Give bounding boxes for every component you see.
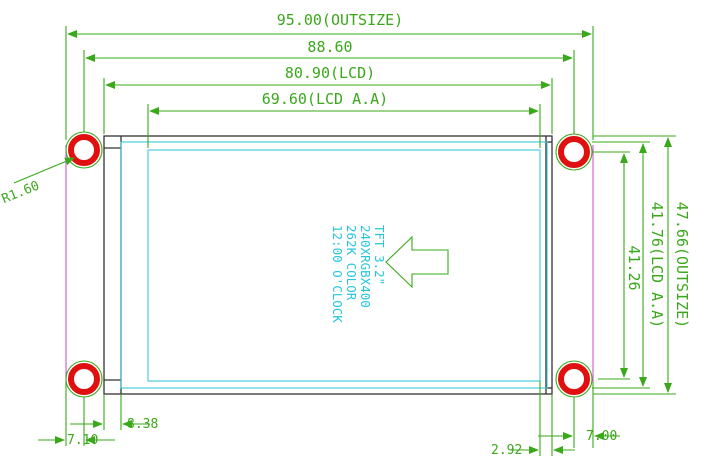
left-hole-offset-label: 7.10 [67, 433, 98, 448]
active-width-label: 69.60(LCD A.A) [262, 90, 388, 108]
dimension-hole-pitch-height: 41.26 [592, 151, 643, 380]
right-hole-offset-label: 7.00 [586, 429, 617, 444]
left-lcd-offset-label: 8.38 [127, 417, 158, 432]
mounting-hole-bottom-right [555, 360, 593, 398]
lcd-glass [120, 141, 548, 389]
right-offset-label: 2.92 [491, 443, 522, 458]
lcd-label-line4: 12:00 O'CLOCK [330, 225, 345, 323]
hole-radius-label: R1.60 [0, 178, 42, 207]
mounting-hole-top-right [555, 133, 593, 171]
dimension-active-width: 69.60(LCD A.A) [147, 90, 541, 148]
lcd-label-line1: TFT 3.2" [372, 225, 387, 285]
outsize-height-label: 47.66(OUTSIZE) [673, 202, 691, 328]
dimension-lcd-width: 80.90(LCD) [103, 64, 553, 134]
mounting-holes [65, 131, 593, 398]
hole-pitch-height-label: 41.26 [625, 245, 643, 290]
dimension-outsize-height: 47.66(OUTSIZE) [593, 135, 691, 395]
mounting-hole-bottom-left [65, 360, 103, 398]
pcb-outline [65, 135, 594, 395]
dimension-right-offset: 2.92 [491, 381, 575, 458]
dimension-outsize-width: 95.00(OUTSIZE) [65, 11, 594, 140]
lcd-label-line3: 262K COLOR [344, 225, 359, 301]
dimension-left-lcd-offset: 8.38 [70, 394, 158, 432]
active-height-label: 41.76(LCD A.A) [648, 202, 666, 328]
dimension-left-hole-offset: 7.10 [38, 382, 115, 448]
pcb-width-label: 88.60 [307, 38, 352, 56]
dimension-right-hole-offset: 7.00 [538, 382, 620, 448]
lcd-label-line2: 240XRGBX400 [358, 225, 373, 308]
lcd-width-label: 80.90(LCD) [285, 64, 375, 82]
orientation-arrow-icon [385, 235, 449, 289]
outsize-width-label: 95.00(OUTSIZE) [277, 11, 403, 29]
mounting-hole-top-left [65, 131, 103, 169]
lcd-spec-label: TFT 3.2" 240XRGBX400 262K COLOR 12:00 O'… [330, 225, 387, 323]
dimension-hole-radius: R1.60 [0, 157, 75, 207]
dimension-active-height: 41.76(LCD A.A) [592, 141, 666, 389]
dimension-pcb-width: 88.60 [83, 38, 575, 134]
